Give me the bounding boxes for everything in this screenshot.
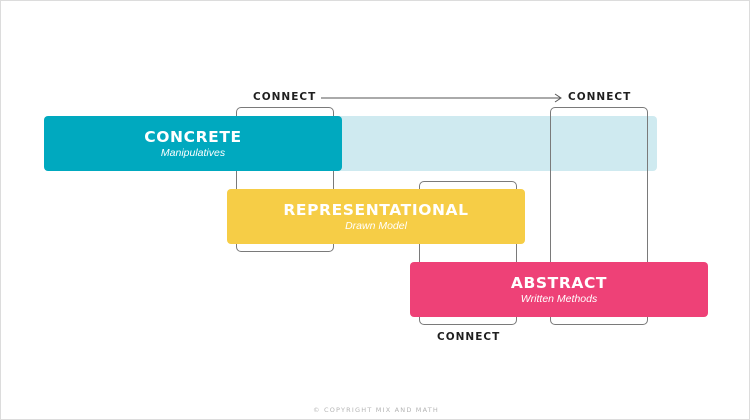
concrete-subtitle: Manipulatives [160, 146, 226, 159]
connect-bracket-concrete-abstract [550, 107, 648, 325]
representational-subtitle: Drawn Model [345, 219, 407, 232]
copyright-text: © COPYRIGHT MIX AND MATH [313, 406, 439, 414]
representational-title: REPRESENTATIONAL [283, 200, 469, 219]
connect-label-bottom: CONNECT [437, 331, 501, 343]
abstract-subtitle: Written Methods [520, 292, 598, 305]
connect-label-top-left: CONNECT [253, 91, 317, 103]
connect-bracket-concrete-representational [236, 107, 334, 252]
connect-bracket-representational-abstract [419, 181, 517, 325]
representational-stage-bar: REPRESENTATIONAL Drawn Model [227, 189, 525, 244]
connect-arrow [321, 93, 562, 103]
abstract-stage-bar: ABSTRACT Written Methods [410, 262, 708, 317]
concrete-extension-band [331, 116, 657, 171]
concrete-stage-bar: CONCRETE Manipulatives [44, 116, 342, 171]
abstract-title: ABSTRACT [510, 273, 608, 292]
concrete-title: CONCRETE [144, 127, 242, 146]
connect-label-top-right: CONNECT [568, 91, 632, 103]
